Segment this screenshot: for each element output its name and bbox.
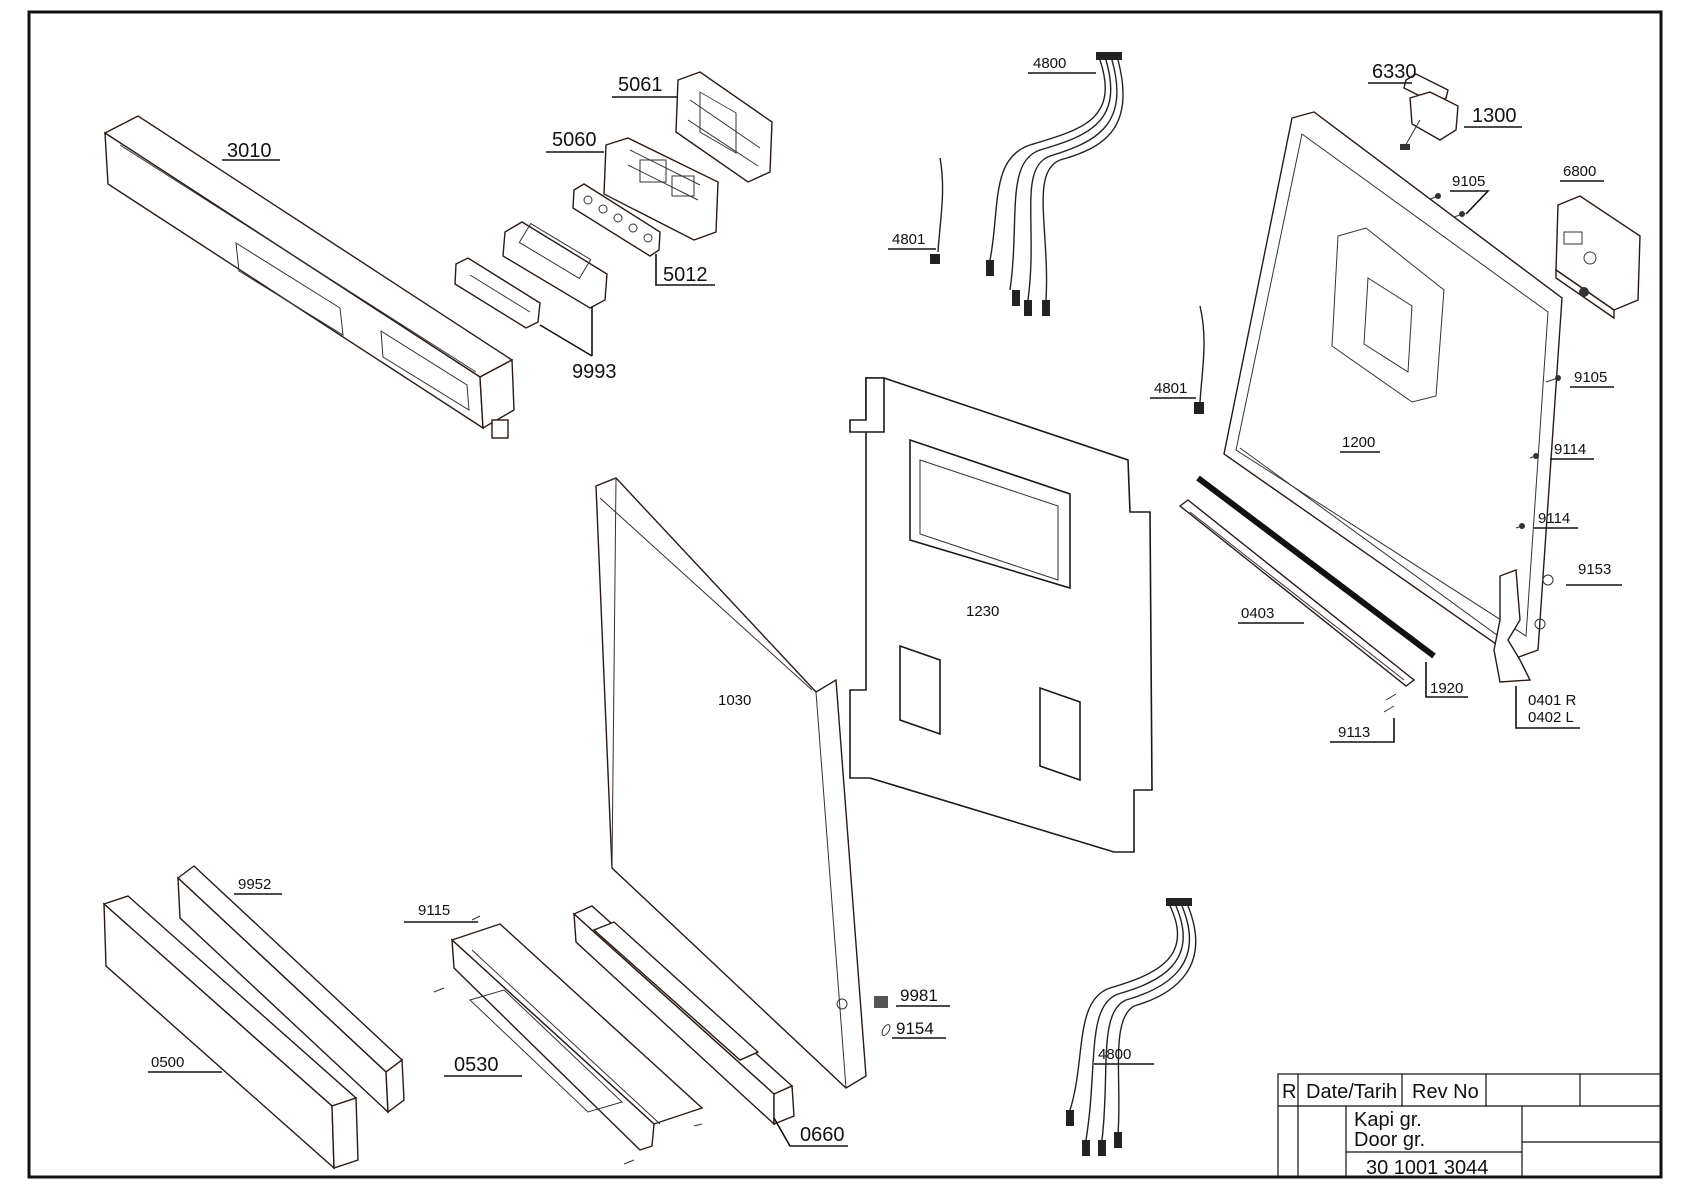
part-9993-keypad [454, 221, 608, 329]
part-1230-insulation-panel [849, 377, 1153, 853]
callout-6800: 6800 [1563, 163, 1596, 180]
callout-1300: 1300 [1472, 105, 1517, 127]
callout-4800-top: 4800 [1033, 55, 1066, 72]
part-5061-module-frame [675, 71, 773, 183]
part-9952-kick-bar [176, 865, 405, 1114]
part-4800-harness-top [986, 52, 1124, 316]
part-4801-wire-top [930, 157, 944, 264]
callout-1230: 1230 [966, 603, 999, 620]
callout-0401: 0401 R [1528, 692, 1577, 709]
part-0403-rail [1178, 499, 1416, 687]
part-4800-harness-bottom [1066, 898, 1197, 1156]
callout-6330: 6330 [1372, 61, 1417, 83]
part-5060-electronic-card [603, 137, 719, 241]
callout-9113: 9113 [1338, 724, 1370, 741]
callout-9114-a: 9114 [1554, 441, 1586, 458]
callout-5060: 5060 [552, 129, 597, 151]
callout-9154: 9154 [896, 1019, 934, 1038]
part-6800-dispenser [1555, 195, 1641, 320]
callout-0402: 0402 L [1528, 709, 1574, 726]
title-block-rev-letter: R [1282, 1081, 1296, 1103]
callout-1200: 1200 [1342, 434, 1375, 451]
callout-9114-b: 9114 [1538, 510, 1570, 527]
callout-5012: 5012 [663, 264, 708, 286]
title-block-drawing-number: 30 1001 3044 [1366, 1157, 1488, 1179]
part-5012-button-strip [572, 183, 661, 257]
part-9981-9154-small [874, 996, 891, 1036]
part-4801-wire-right [1194, 305, 1205, 414]
part-9105-screw-right [1545, 375, 1561, 383]
callout-1030: 1030 [718, 692, 751, 709]
callout-9115: 9115 [418, 902, 450, 919]
callout-9105-right: 9105 [1574, 369, 1607, 386]
title-block-rev-no-header: Rev No [1412, 1081, 1479, 1103]
title-block [1277, 1073, 1662, 1178]
callout-9105-top: 9105 [1452, 173, 1485, 190]
callout-9993: 9993 [572, 361, 617, 383]
part-1200-inner-door [1223, 111, 1563, 659]
title-block-name-tr: Kapi gr. [1354, 1109, 1422, 1131]
title-block-date-header: Date/Tarih [1306, 1081, 1397, 1103]
callout-4801-top: 4801 [892, 231, 925, 248]
part-0530-plinth-bracket [433, 915, 704, 1165]
callout-9952: 9952 [238, 876, 271, 893]
callout-0530: 0530 [454, 1054, 499, 1076]
drawing-frame [27, 10, 1663, 1179]
callout-4800-bottom: 4800 [1098, 1046, 1131, 1063]
part-0401-0402-hinge [1493, 569, 1554, 683]
part-9114-screws [1515, 453, 1539, 529]
part-1920-seal [1196, 475, 1436, 659]
part-9113-screws [1383, 693, 1397, 713]
part-1300-door-lock [1400, 91, 1459, 150]
part-3010-control-panel [103, 115, 515, 439]
callout-1920: 1920 [1430, 680, 1463, 697]
callout-0500: 0500 [151, 1054, 184, 1071]
part-0500-plinth [102, 895, 359, 1170]
part-0660-trim [572, 905, 795, 1126]
callout-0403: 0403 [1241, 605, 1274, 622]
callout-4801-right: 4801 [1154, 380, 1187, 397]
title-block-name-en: Door gr. [1354, 1129, 1425, 1151]
callout-9153: 9153 [1578, 561, 1611, 578]
callout-9981: 9981 [900, 986, 938, 1005]
callout-5061: 5061 [618, 74, 663, 96]
callout-3010: 3010 [227, 140, 272, 162]
callout-0660: 0660 [800, 1124, 845, 1146]
part-1030-outer-door [595, 477, 867, 1089]
